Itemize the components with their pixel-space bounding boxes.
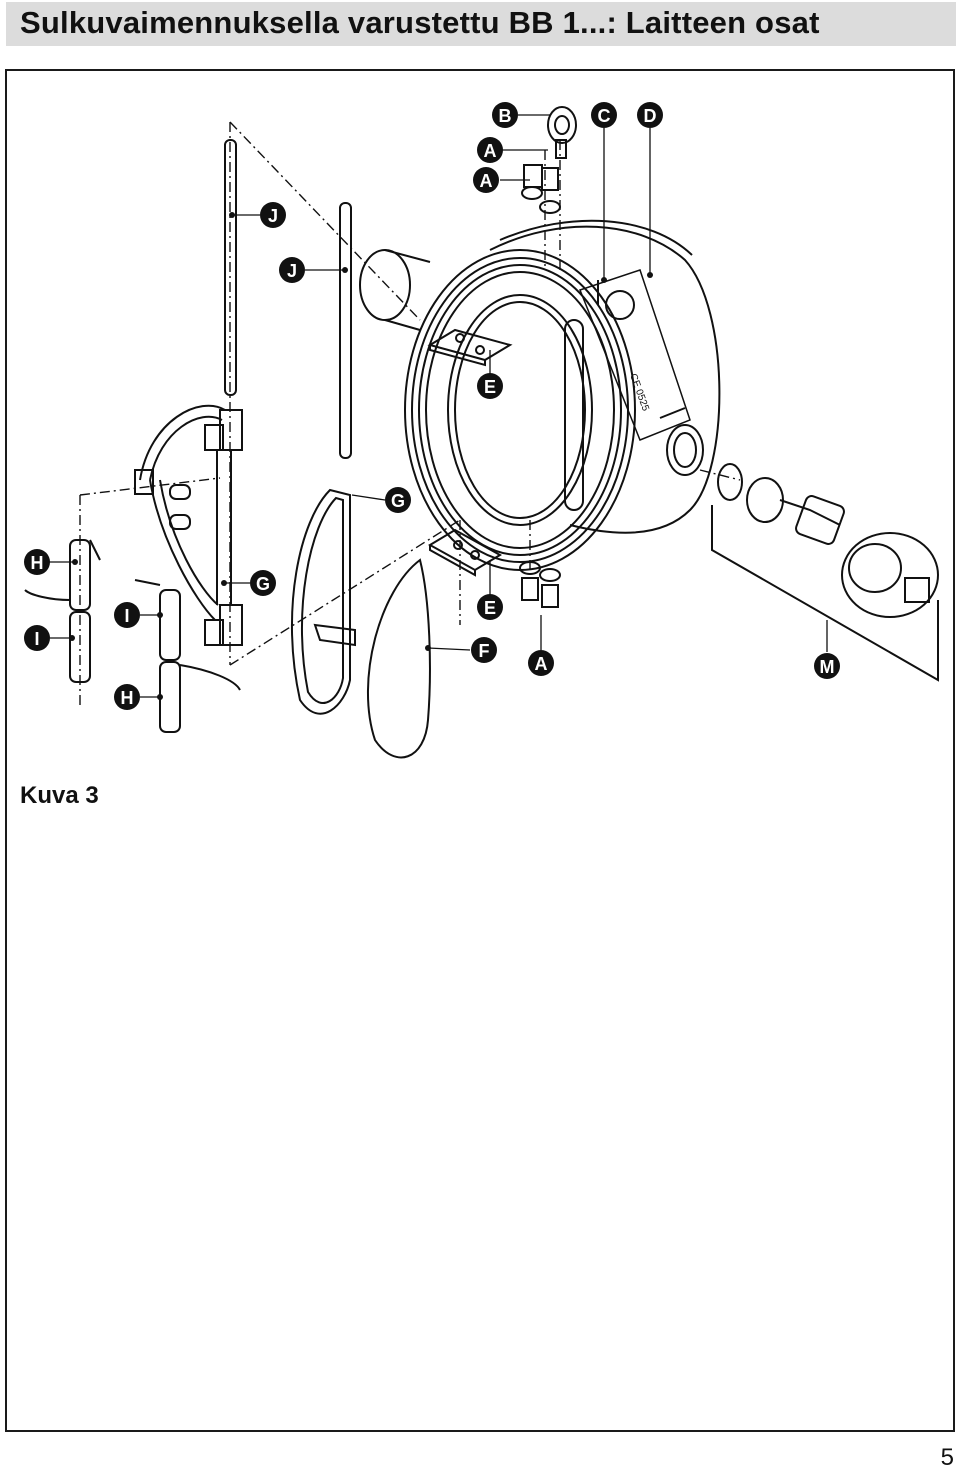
svg-text:A: A: [535, 654, 548, 674]
exploded-parts-diagram: CE 0525: [24, 102, 939, 759]
callout-label: H: [24, 549, 50, 575]
svg-text:I: I: [124, 606, 129, 626]
svg-text:E: E: [484, 598, 496, 618]
svg-text:H: H: [31, 553, 44, 573]
svg-text:J: J: [287, 261, 297, 281]
svg-text:D: D: [644, 106, 657, 126]
callout-label: H: [114, 684, 140, 710]
svg-text:E: E: [484, 377, 496, 397]
figure-frame: [5, 69, 955, 1432]
svg-text:B: B: [499, 106, 512, 126]
rod-j-left: [224, 139, 237, 396]
callout-label: E: [477, 373, 503, 399]
callout-label: C: [591, 102, 617, 128]
callout-label: I: [24, 625, 50, 651]
top-fittings: [521, 106, 577, 214]
flange-plate-lower-e: [428, 528, 502, 577]
callout-label: M: [814, 653, 840, 679]
callout-label: I: [114, 602, 140, 628]
svg-text:H: H: [121, 688, 134, 708]
gasket-g-outer: [291, 488, 356, 715]
callout-label: F: [471, 637, 497, 663]
flange-plate-upper-e: [427, 328, 513, 367]
callout-label: A: [528, 650, 554, 676]
page-title: Sulkuvaimennuksella varustettu BB 1...: …: [20, 5, 820, 40]
svg-text:C: C: [598, 106, 611, 126]
figure-caption: Kuva 3: [20, 782, 99, 809]
callout-label: G: [250, 570, 276, 596]
svg-text:A: A: [480, 171, 493, 191]
callout-label: A: [473, 167, 499, 193]
svg-text:G: G: [391, 491, 405, 511]
callout-label: B: [492, 102, 518, 128]
page-number: 5: [940, 1444, 954, 1471]
nameplate-text: CE 0525: [627, 372, 651, 413]
svg-text:G: G: [256, 574, 270, 594]
heater-right: [134, 579, 241, 733]
callout-label: E: [477, 594, 503, 620]
heater-left: [24, 539, 101, 683]
svg-text:J: J: [268, 206, 278, 226]
callout-label: D: [637, 102, 663, 128]
callout-label: J: [279, 257, 305, 283]
header-bar: Sulkuvaimennuksella varustettu BB 1...: …: [6, 2, 956, 46]
svg-text:M: M: [820, 657, 835, 677]
actuator-m: [711, 463, 939, 682]
svg-text:A: A: [484, 141, 497, 161]
callout-label: J: [260, 202, 286, 228]
svg-text:F: F: [479, 641, 490, 661]
leader-lines: [45, 114, 828, 698]
svg-text:I: I: [34, 629, 39, 649]
bracket-assembly: [134, 404, 243, 646]
gasket-f: [367, 558, 431, 759]
bottom-fittings: [519, 561, 561, 608]
rod-j-right: [339, 202, 352, 459]
valve-body: [359, 219, 721, 571]
callout-label: G: [385, 487, 411, 513]
callout-label: A: [477, 137, 503, 163]
